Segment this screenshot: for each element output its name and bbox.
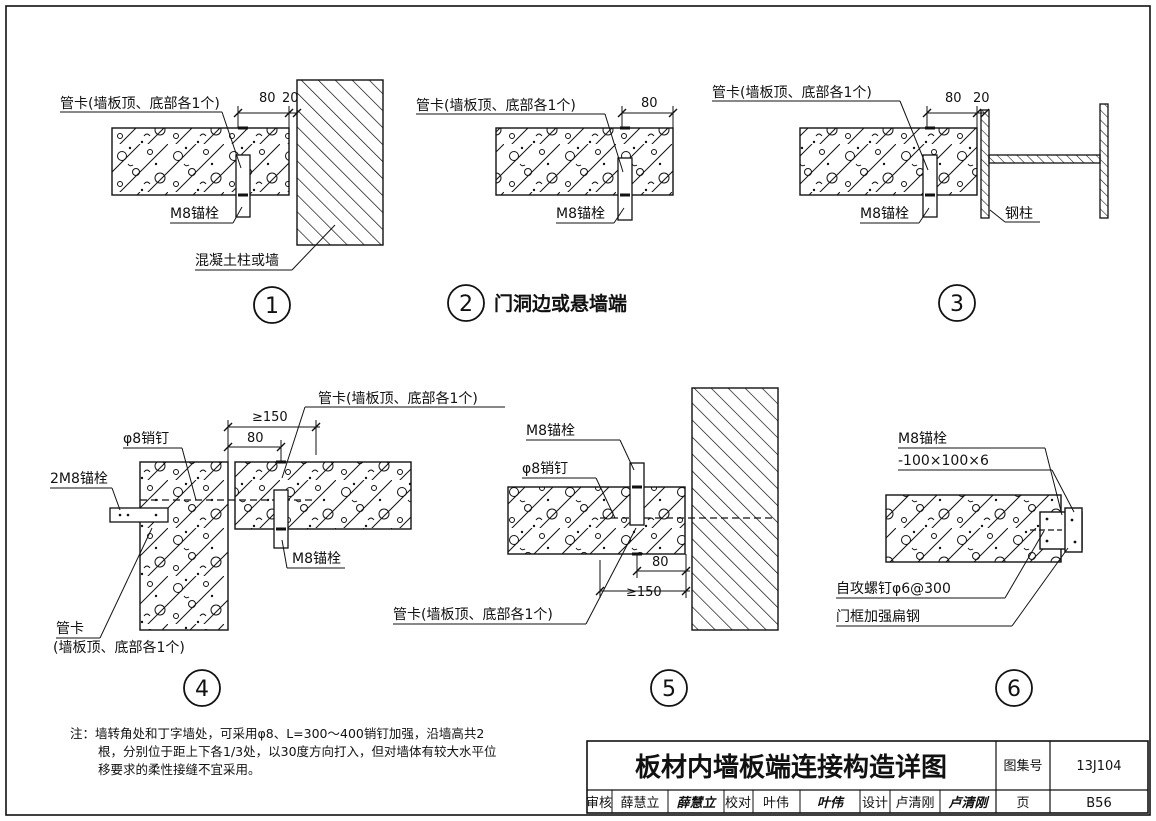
label-pipe-clamp: 管卡(墙板顶、底部各1个) bbox=[60, 96, 220, 112]
drawing-title: 板材内墙板端连接构造详图 bbox=[635, 752, 947, 783]
vertical-wall-panel bbox=[139, 461, 229, 631]
anchor-bolt bbox=[273, 489, 289, 549]
detail-4: ≥150 80 管卡(墙板顶、底部各1个) φ8销钉 2M8锚栓 M8锚栓 管卡… bbox=[50, 391, 505, 707]
label-anchor-2m8: 2M8锚栓 bbox=[50, 471, 108, 487]
sheet-border bbox=[5, 5, 1151, 816]
detail-2: 80 管卡(墙板顶、底部各1个) M8锚栓 2 门洞边或悬墙端 bbox=[416, 96, 678, 322]
label-pipe-clamp: 管卡(墙板顶、底部各1个) bbox=[393, 607, 553, 623]
title-block: 板材内墙板端连接构造详图 图集号 13J104 审核 薛慧立 薛慧立 校对 叶伟… bbox=[586, 740, 1149, 814]
anchor-bolt bbox=[922, 154, 938, 218]
concrete-column bbox=[296, 79, 384, 246]
note-line-1: 注：墙转角处和丁字墙处，可采用φ8、L=300～400销钉加强，沿墙高共2 bbox=[70, 726, 484, 741]
concrete-wall bbox=[691, 387, 779, 631]
label-flat-steel: 门框加强扁钢 bbox=[836, 609, 920, 625]
steel-column-flange-left bbox=[980, 109, 990, 219]
detail-number: 6 bbox=[1007, 677, 1021, 702]
label-anchor-bolt: M8锚栓 bbox=[526, 423, 575, 439]
anchor-bolt bbox=[617, 157, 633, 221]
label-anchor-bolt: M8锚栓 bbox=[860, 206, 909, 222]
note: 注：墙转角处和丁字墙处，可采用φ8、L=300～400销钉加强，沿墙高共2 根，… bbox=[70, 726, 497, 777]
label-pin: φ8销钉 bbox=[522, 461, 568, 477]
detail-caption: 门洞边或悬墙端 bbox=[494, 292, 627, 315]
designer-name: 卢清刚 bbox=[895, 795, 934, 811]
label-pipe-clamp-top: 管卡(墙板顶、底部各1个) bbox=[318, 391, 478, 407]
dim-80: 80 bbox=[247, 431, 264, 446]
detail-1: 80 20 管卡(墙板顶、底部各1个) M8锚栓 混凝土柱或墙 1 bbox=[60, 79, 384, 324]
anchor-bolt bbox=[629, 462, 645, 526]
label-pin: φ8销钉 bbox=[123, 431, 169, 447]
detail-number: 5 bbox=[662, 677, 676, 702]
page-number: B56 bbox=[1086, 796, 1111, 811]
detail-3: 80 20 管卡(墙板顶、底部各1个) M8锚栓 钢柱 3 bbox=[712, 85, 1109, 322]
label-screw: 自攻螺钉φ6@300 bbox=[836, 581, 951, 597]
anchor-bolt-2m8 bbox=[109, 507, 169, 523]
dim-80: 80 bbox=[641, 96, 658, 111]
label-anchor-bolt: M8锚栓 bbox=[898, 431, 947, 447]
dim-min-150: ≥150 bbox=[626, 585, 662, 600]
dim-min-150: ≥150 bbox=[252, 410, 288, 425]
horizontal-wall-panel bbox=[234, 461, 412, 530]
dim-20: 20 bbox=[282, 91, 299, 106]
wall-panel bbox=[495, 127, 674, 196]
detail-number: 3 bbox=[950, 292, 964, 317]
dim-80: 80 bbox=[259, 91, 276, 106]
label-steel-column: 钢柱 bbox=[1005, 206, 1033, 222]
label-anchor-bolt: M8锚栓 bbox=[556, 206, 605, 222]
note-line-2: 根，分别位于距上下各1/3处，以30度方向打入，但对墙体有较大水平位 bbox=[98, 744, 497, 759]
wall-panel bbox=[507, 486, 686, 555]
checker-name: 叶伟 bbox=[763, 796, 789, 811]
atlas-number: 13J104 bbox=[1076, 759, 1121, 774]
wall-panel bbox=[111, 127, 290, 196]
dim-80: 80 bbox=[945, 91, 962, 106]
flat-steel bbox=[1064, 507, 1083, 553]
detail-number-circle bbox=[995, 669, 1033, 707]
reviewer-name: 薛慧立 bbox=[620, 795, 659, 811]
detail-6: M8锚栓 -100×100×6 自攻螺钉φ6@300 门框加强扁钢 6 bbox=[836, 431, 1083, 707]
label-pipe-clamp-2: (墙板顶、底部各1个) bbox=[53, 640, 185, 656]
design-label: 设计 bbox=[862, 796, 888, 811]
steel-column-web bbox=[988, 154, 1101, 164]
steel-column-flange-right bbox=[1099, 103, 1109, 219]
detail-number: 4 bbox=[195, 677, 209, 702]
label-steel-angle: -100×100×6 bbox=[898, 453, 989, 469]
dim-80: 80 bbox=[652, 555, 669, 570]
page-label: 页 bbox=[1016, 796, 1029, 811]
label-anchor-bolt: M8锚栓 bbox=[292, 551, 341, 567]
label-pipe-clamp: 管卡(墙板顶、底部各1个) bbox=[712, 85, 872, 101]
reviewer-signature: 薛慧立 bbox=[676, 795, 717, 811]
detail-number: 2 bbox=[459, 292, 473, 317]
dim-20: 20 bbox=[973, 91, 990, 106]
label-concrete-wall: 混凝土柱或墙 bbox=[195, 253, 279, 269]
checker-signature: 叶伟 bbox=[817, 795, 845, 811]
detail-number-circle bbox=[253, 286, 291, 324]
check-label: 校对 bbox=[725, 795, 751, 811]
label-pipe-clamp-1: 管卡 bbox=[56, 621, 84, 637]
anchor-bolt bbox=[235, 154, 251, 218]
detail-5: 80 ≥150 M8锚栓 φ8销钉 管卡(墙板顶、底部各1个) 5 bbox=[393, 387, 779, 707]
detail-number: 1 bbox=[265, 294, 279, 319]
detail-number-circle bbox=[183, 669, 221, 707]
wall-panel bbox=[885, 494, 1062, 563]
atlas-label: 图集号 bbox=[1003, 758, 1042, 774]
review-label: 审核 bbox=[586, 796, 612, 811]
note-line-3: 移要求的柔性接缝不宜采用。 bbox=[98, 762, 261, 777]
detail-number-circle bbox=[447, 284, 485, 322]
detail-number-circle bbox=[650, 669, 688, 707]
label-anchor-bolt: M8锚栓 bbox=[170, 206, 219, 222]
detail-number-circle bbox=[938, 284, 976, 322]
designer-signature: 卢清刚 bbox=[948, 795, 989, 811]
wall-panel bbox=[799, 127, 978, 196]
label-pipe-clamp: 管卡(墙板顶、底部各1个) bbox=[416, 98, 576, 114]
